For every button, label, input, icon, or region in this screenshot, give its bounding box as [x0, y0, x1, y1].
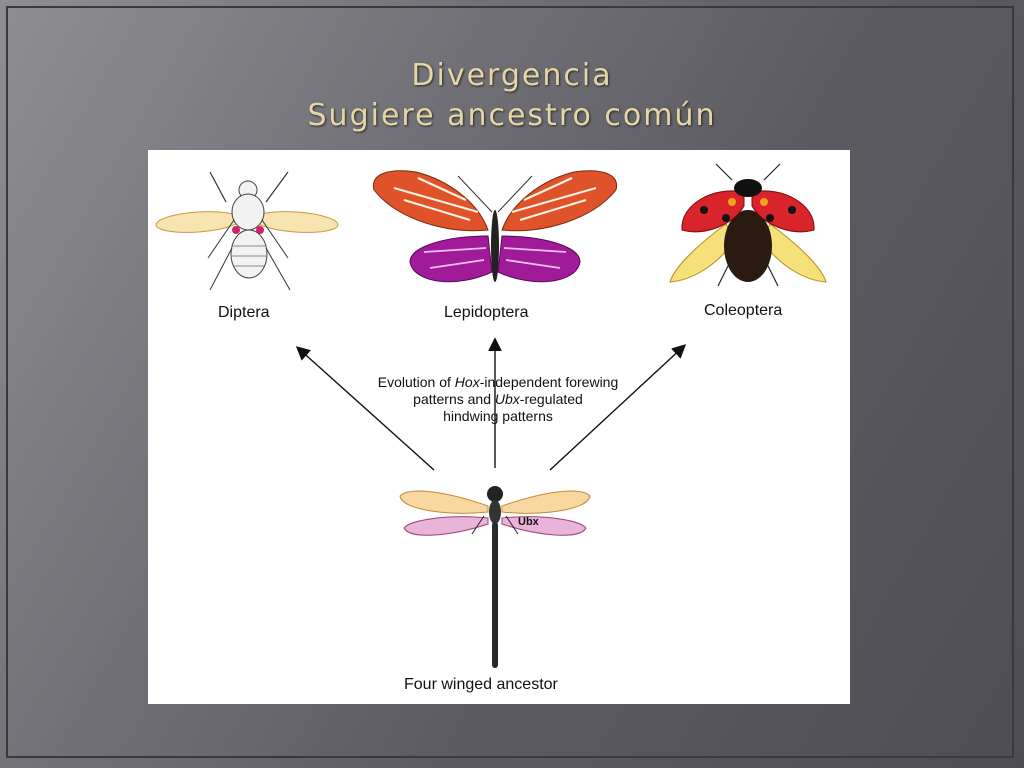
- slide-frame: [6, 6, 1014, 758]
- title-line-2: Sugiere ancestro común: [307, 98, 717, 133]
- evo-text-5: hindwing patterns: [443, 408, 553, 424]
- title-line-1: Divergencia: [411, 58, 613, 93]
- label-ancestor: Four winged ancestor: [404, 676, 558, 693]
- diptera-fly-illustration: [155, 171, 339, 291]
- evo-text-3: patterns and: [413, 391, 495, 407]
- arrow-to-diptera: [295, 346, 435, 471]
- label-coleoptera: Coleoptera: [704, 302, 783, 319]
- evo-ubx: Ubx: [494, 391, 520, 407]
- diagram-drawing: [155, 163, 827, 668]
- coleoptera-ladybug-illustration: [669, 163, 827, 287]
- label-diptera: Diptera: [218, 304, 270, 321]
- slide-title: Divergencia Sugiere ancestro común: [0, 56, 1024, 136]
- evo-text-4: -regulated: [519, 391, 583, 407]
- evolution-annotation: Evolution of Hox-independent forewing pa…: [338, 374, 658, 425]
- ancestor-dragonfly-illustration: [399, 486, 591, 668]
- lepidoptera-butterfly-illustration: [373, 170, 617, 283]
- arrow-to-coleoptera: [549, 344, 687, 471]
- evo-hox: Hox: [454, 374, 480, 390]
- label-lepidoptera: Lepidoptera: [444, 304, 529, 321]
- evo-text-1: Evolution of: [377, 374, 455, 390]
- evolution-diagram: Diptera Lepidoptera Coleoptera Evolution…: [148, 150, 850, 704]
- evo-text-2: -independent forewing: [479, 374, 619, 390]
- label-ubx-wing: Ubx: [518, 516, 539, 528]
